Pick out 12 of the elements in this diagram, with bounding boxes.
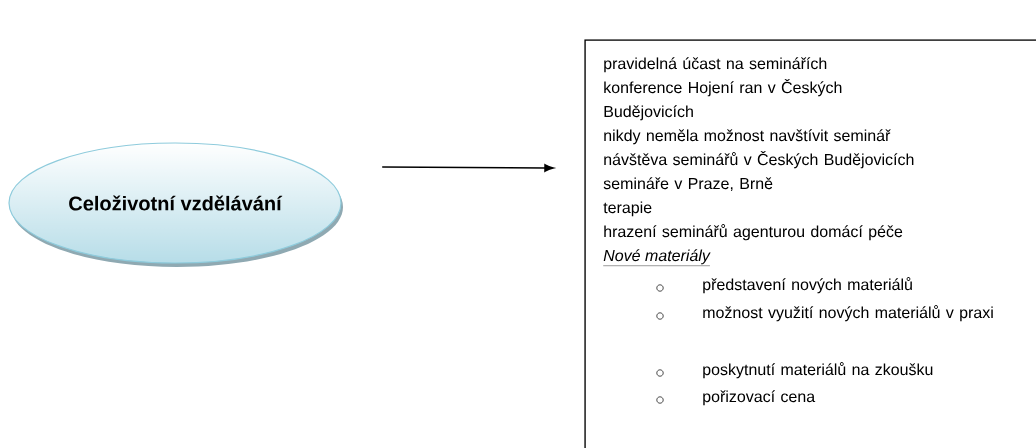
bullet-item: představení nových materiálů [656, 277, 912, 294]
text-line: pravidelná účast na seminářích [604, 57, 827, 73]
bullet-item: možnost využití nových materiálů v praxi [656, 305, 993, 322]
text-line: semináře v Praze, Brně [603, 177, 773, 192]
text-line: hrazení seminářů agenturou domácí péče [604, 224, 903, 241]
text-line: terapie [603, 201, 652, 217]
text-line: návštěva seminářů v Českých Budějovicích [604, 151, 914, 169]
bullet-item: pořizovací cena [656, 390, 816, 406]
list-heading: Nové materiály [603, 249, 711, 266]
text-line: nikdy neměla možnost navštívit seminář [604, 129, 891, 145]
arrow [381, 164, 554, 172]
bullet-item: poskytnutí materiálů na zkoušku [656, 362, 933, 379]
